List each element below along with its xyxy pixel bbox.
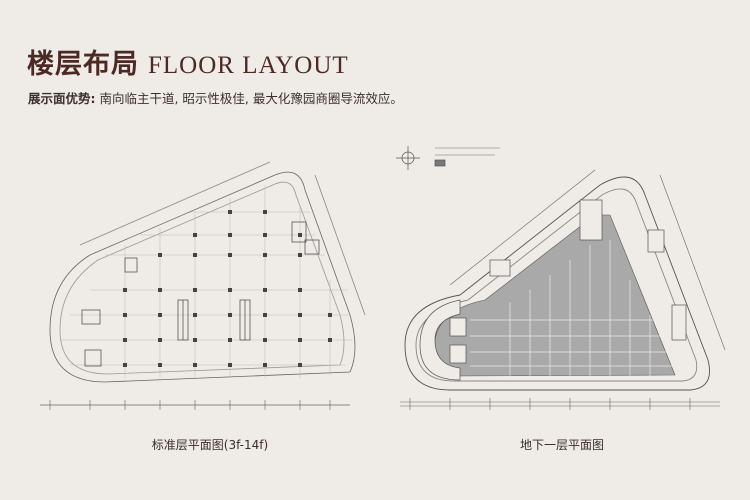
standard-floor-caption: 标准层平面图(3f-14f) [151, 438, 269, 452]
subtitle-label: 展示面优势: [28, 91, 96, 106]
basement-floor-plan [390, 140, 735, 420]
title-english: FLOOR LAYOUT [148, 52, 349, 79]
subtitle-text: 南向临主干道, 昭示性极佳, 最大化豫园商圈导流效应。 [95, 91, 403, 106]
basement-floor-caption: 地下一层平面图 [519, 438, 604, 452]
standard-floor-plan [30, 150, 370, 425]
page-title: 楼层布局 FLOOR LAYOUT [27, 42, 349, 81]
display-advantage: 展示面优势: 南向临主干道, 昭示性极佳, 最大化豫园商圈导流效应。 [28, 88, 403, 107]
title-chinese: 楼层布局 [27, 49, 139, 80]
